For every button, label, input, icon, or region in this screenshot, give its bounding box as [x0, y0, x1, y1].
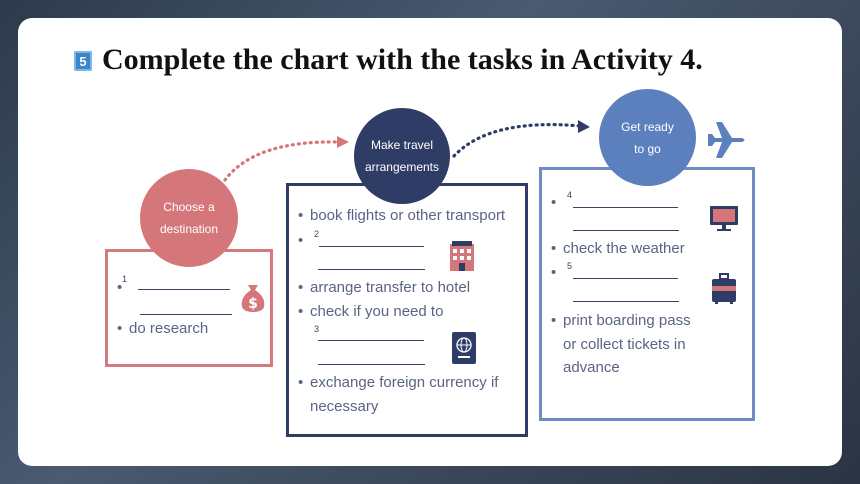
list-item-continued: advance	[563, 359, 620, 376]
passport-icon	[451, 331, 477, 365]
blank-number: 2	[314, 229, 320, 239]
task-text: advance	[563, 359, 620, 376]
list-item: •	[117, 279, 123, 296]
list-item: •	[551, 194, 557, 211]
list-item: •arrange transfer to hotel	[298, 279, 471, 296]
answer-blank-5[interactable]	[573, 278, 678, 279]
monitor-icon	[709, 205, 739, 233]
answer-blank-5-line2[interactable]	[573, 301, 679, 302]
task-text: necessary	[310, 398, 379, 415]
list-item: •exchange foreign currency if	[298, 374, 499, 391]
task-text: print boarding pass	[563, 312, 691, 329]
stage-1-title-line-1: Choose a	[163, 200, 215, 214]
stage-2-box: •book flights or other transport • 2 •ar…	[286, 183, 528, 437]
answer-blank-1-line2[interactable]	[140, 314, 232, 315]
stage-1-title-line-2: destination	[159, 222, 219, 236]
list-item: •print boarding pass	[551, 312, 691, 329]
list-item: •check the weather	[551, 240, 685, 257]
stage-3-circle: Get ready to go	[599, 89, 696, 186]
task-text: exchange foreign currency if	[310, 374, 499, 391]
answer-blank-1[interactable]	[138, 289, 230, 290]
task-text: check the weather	[563, 240, 685, 257]
stage-2-circle: Make travel arrangements	[354, 108, 450, 204]
dotted-arrow-1	[223, 136, 349, 182]
dotted-arrow-2	[452, 120, 590, 158]
suitcase-icon	[711, 273, 737, 305]
stage-2-title-line-2: arrangements	[364, 160, 440, 174]
blank-number: 1	[122, 274, 128, 284]
blank-number: 4	[567, 190, 573, 200]
activity-title-text: Complete the chart with the tasks in Act…	[102, 43, 703, 76]
stage-3-box: • 4 •check the weather • 5 •print boardi…	[539, 167, 755, 421]
answer-blank-3-line2[interactable]	[318, 364, 425, 365]
svg-text:$: $	[248, 296, 258, 312]
stage-2-title-line-1: Make travel	[370, 138, 433, 152]
task-text: or collect tickets in	[563, 336, 686, 353]
task-text: do research	[129, 320, 209, 337]
stage-3-title-line-1: Get ready	[621, 119, 674, 134]
airplane-icon	[706, 120, 748, 160]
blank-number: 5	[567, 261, 573, 271]
task-text: arrange transfer to hotel	[310, 279, 471, 296]
list-item: •check if you need to	[298, 303, 444, 320]
list-item: •book flights or other transport	[298, 207, 506, 224]
answer-blank-2[interactable]	[319, 246, 424, 247]
answer-blank-2-line2[interactable]	[318, 269, 425, 270]
list-item: •	[551, 264, 557, 281]
task-text: check if you need to	[310, 303, 444, 320]
list-item-continued: or collect tickets in	[563, 336, 686, 353]
answer-blank-3[interactable]	[318, 340, 424, 341]
stage-3-title-line-2: to go	[634, 141, 661, 156]
answer-blank-4-line2[interactable]	[573, 230, 679, 231]
blank-number: 3	[314, 324, 320, 334]
list-item: •do research	[117, 320, 209, 337]
activity-title: 5 Complete the chart with the tasks in A…	[74, 40, 703, 80]
activity-number-badge: 5	[74, 51, 92, 71]
hotel-icon	[449, 240, 475, 272]
task-text: book flights or other transport	[310, 207, 506, 224]
money-bag-icon: $	[238, 281, 268, 313]
list-item-continued: necessary	[310, 398, 378, 415]
answer-blank-4[interactable]	[573, 207, 678, 208]
list-item: •	[298, 232, 304, 249]
stage-1-circle: Choose a destination	[140, 169, 238, 267]
stage-1-box: 1 • •do research $	[105, 249, 273, 367]
